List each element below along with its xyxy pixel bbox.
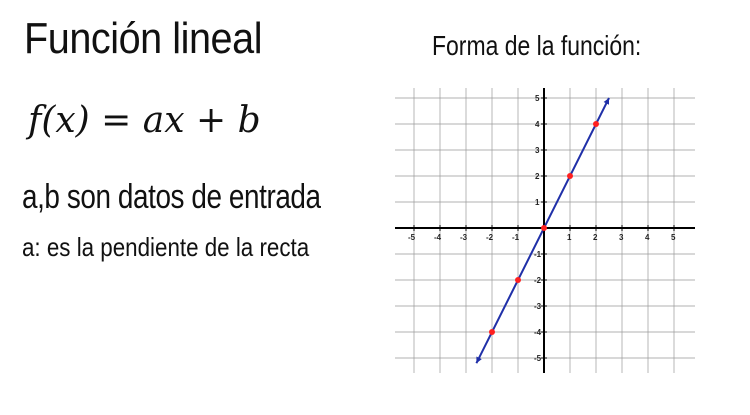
y-tick-label: -5 <box>534 354 542 363</box>
y-tick-label: 1 <box>535 198 540 207</box>
x-tick-label: 2 <box>593 233 598 242</box>
y-tick-label: 4 <box>535 120 540 129</box>
chart-title: Forma de la función: <box>432 30 642 61</box>
data-point <box>567 173 573 179</box>
data-point <box>593 121 599 127</box>
y-tick-label: -4 <box>534 328 542 337</box>
x-tick-label: -2 <box>486 233 494 242</box>
x-tick-label: -1 <box>512 233 520 242</box>
y-tick-label: -3 <box>534 302 542 311</box>
description-line-1: a,b son datos de entrada <box>22 178 321 216</box>
x-tick-label: 3 <box>619 233 624 242</box>
linear-function-chart: -5 -4 -3 -2 -1 1 2 3 4 5 5 4 3 2 1 -1 -2 -3 -4 -5 <box>395 88 695 373</box>
y-tick-label: 3 <box>535 146 540 155</box>
data-point <box>489 329 495 335</box>
x-tick-label: 5 <box>671 233 676 242</box>
data-point <box>515 277 521 283</box>
arrowhead-bottom <box>476 356 482 364</box>
x-tick-label: 1 <box>567 233 572 242</box>
slide-title: Función lineal <box>24 14 263 63</box>
y-tick-label: -2 <box>534 276 542 285</box>
description-line-2: a: es la pendiente de la recta <box>22 232 310 262</box>
x-tick-label: -4 <box>434 233 442 242</box>
x-tick-label: -3 <box>460 233 468 242</box>
y-tick-label: -1 <box>534 250 542 259</box>
y-tick-label: 5 <box>535 94 540 103</box>
data-point <box>541 225 547 231</box>
formula: f(x) = ax + b <box>28 100 261 141</box>
x-tick-label: 4 <box>645 233 650 242</box>
x-tick-label: -5 <box>408 233 416 242</box>
arrowhead-top <box>603 98 609 105</box>
y-tick-label: 2 <box>535 172 540 181</box>
